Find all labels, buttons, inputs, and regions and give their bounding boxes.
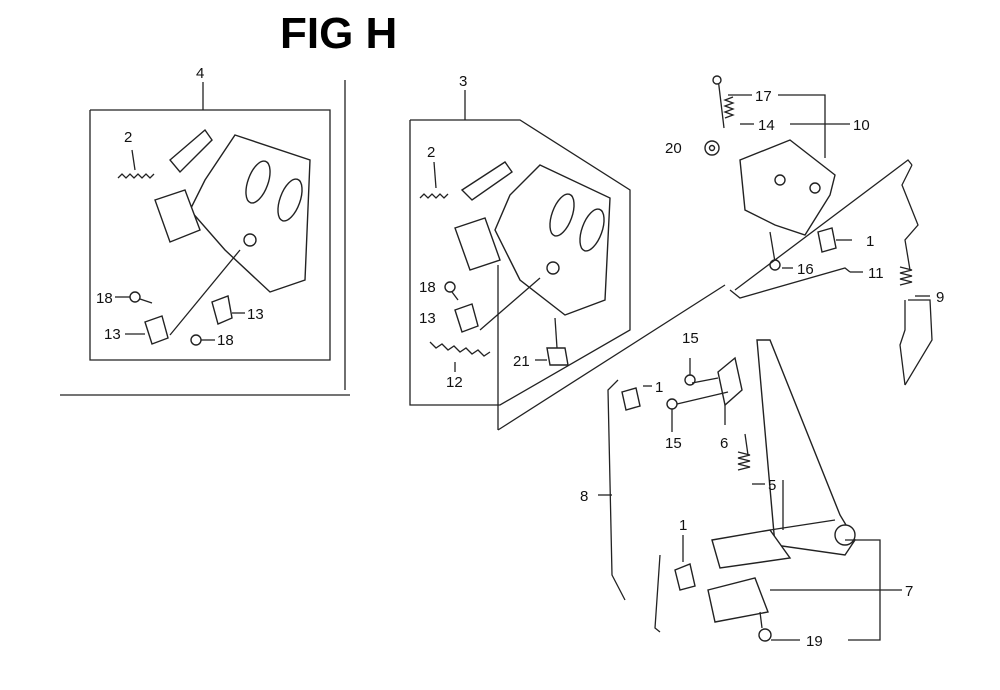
clip-13-left-b (211, 295, 245, 325)
clip-1-lower (654, 535, 696, 633)
clip-13-mid (454, 303, 479, 333)
governor-arm-10 (739, 94, 850, 236)
callout-labels: 4 2 18 13 13 18 3 2 18 13 12 21 17 14 10… (96, 65, 944, 650)
control-plate-3 (454, 161, 611, 430)
callout-1: 1 (679, 517, 687, 534)
clip-13-left-a (125, 315, 169, 345)
callout-14: 14 (758, 117, 775, 134)
callout-11: 11 (868, 265, 884, 282)
clip-1-upper (817, 227, 852, 253)
bolt-16 (769, 231, 793, 271)
bolt-18-left-a (115, 291, 153, 304)
callout-1: 1 (866, 233, 874, 250)
spring-12 (429, 341, 491, 372)
callout-5: 5 (768, 477, 776, 494)
callout-9: 9 (936, 289, 944, 306)
control-arm-7 (707, 339, 902, 641)
callout-3: 3 (459, 73, 467, 90)
spring-2-mid (419, 161, 449, 199)
callout-2: 2 (427, 144, 435, 161)
bolt-18-left-b (190, 334, 215, 346)
washer-20 (704, 140, 720, 156)
callout-13: 13 (419, 310, 436, 327)
bolt-19 (758, 611, 800, 642)
callout-2: 2 (124, 129, 132, 146)
clip-1-mid (621, 385, 652, 411)
callout-4: 4 (196, 65, 204, 82)
spring-14 (723, 96, 754, 125)
spring-9 (899, 164, 933, 386)
callout-20: 20 (665, 140, 682, 157)
figure-title: FIG H (280, 9, 397, 58)
governor-bolt-17 (712, 75, 752, 129)
callout-18: 18 (419, 279, 436, 296)
callout-21: 21 (513, 353, 530, 370)
rod-8 (598, 379, 626, 601)
callout-12: 12 (446, 374, 463, 391)
leader-lines (497, 284, 726, 431)
bracket-6 (676, 356, 743, 425)
callout-13: 13 (104, 326, 121, 343)
spring-2-left (117, 149, 155, 179)
spring-5 (737, 433, 765, 485)
assembly-3-frame (409, 90, 631, 406)
callout-15: 15 (682, 330, 699, 347)
callout-19: 19 (806, 633, 823, 650)
bolt-15-upper (684, 358, 696, 386)
callout-18: 18 (96, 290, 113, 307)
assembly-4-frame (60, 80, 350, 396)
bolt-15-lower (666, 398, 678, 432)
link-rod-11 (729, 159, 913, 299)
callout-18: 18 (217, 332, 234, 349)
callout-16: 16 (797, 261, 814, 278)
callout-17: 17 (755, 88, 772, 105)
callout-6: 6 (720, 435, 728, 452)
callout-1: 1 (655, 379, 663, 396)
bolt-18-mid (444, 281, 459, 301)
callout-10: 10 (853, 117, 870, 134)
callout-15: 15 (665, 435, 682, 452)
callout-13: 13 (247, 306, 264, 323)
callout-7: 7 (905, 583, 913, 600)
nut-21 (535, 317, 569, 366)
callout-8: 8 (580, 488, 588, 505)
control-plate-4 (154, 128, 311, 336)
